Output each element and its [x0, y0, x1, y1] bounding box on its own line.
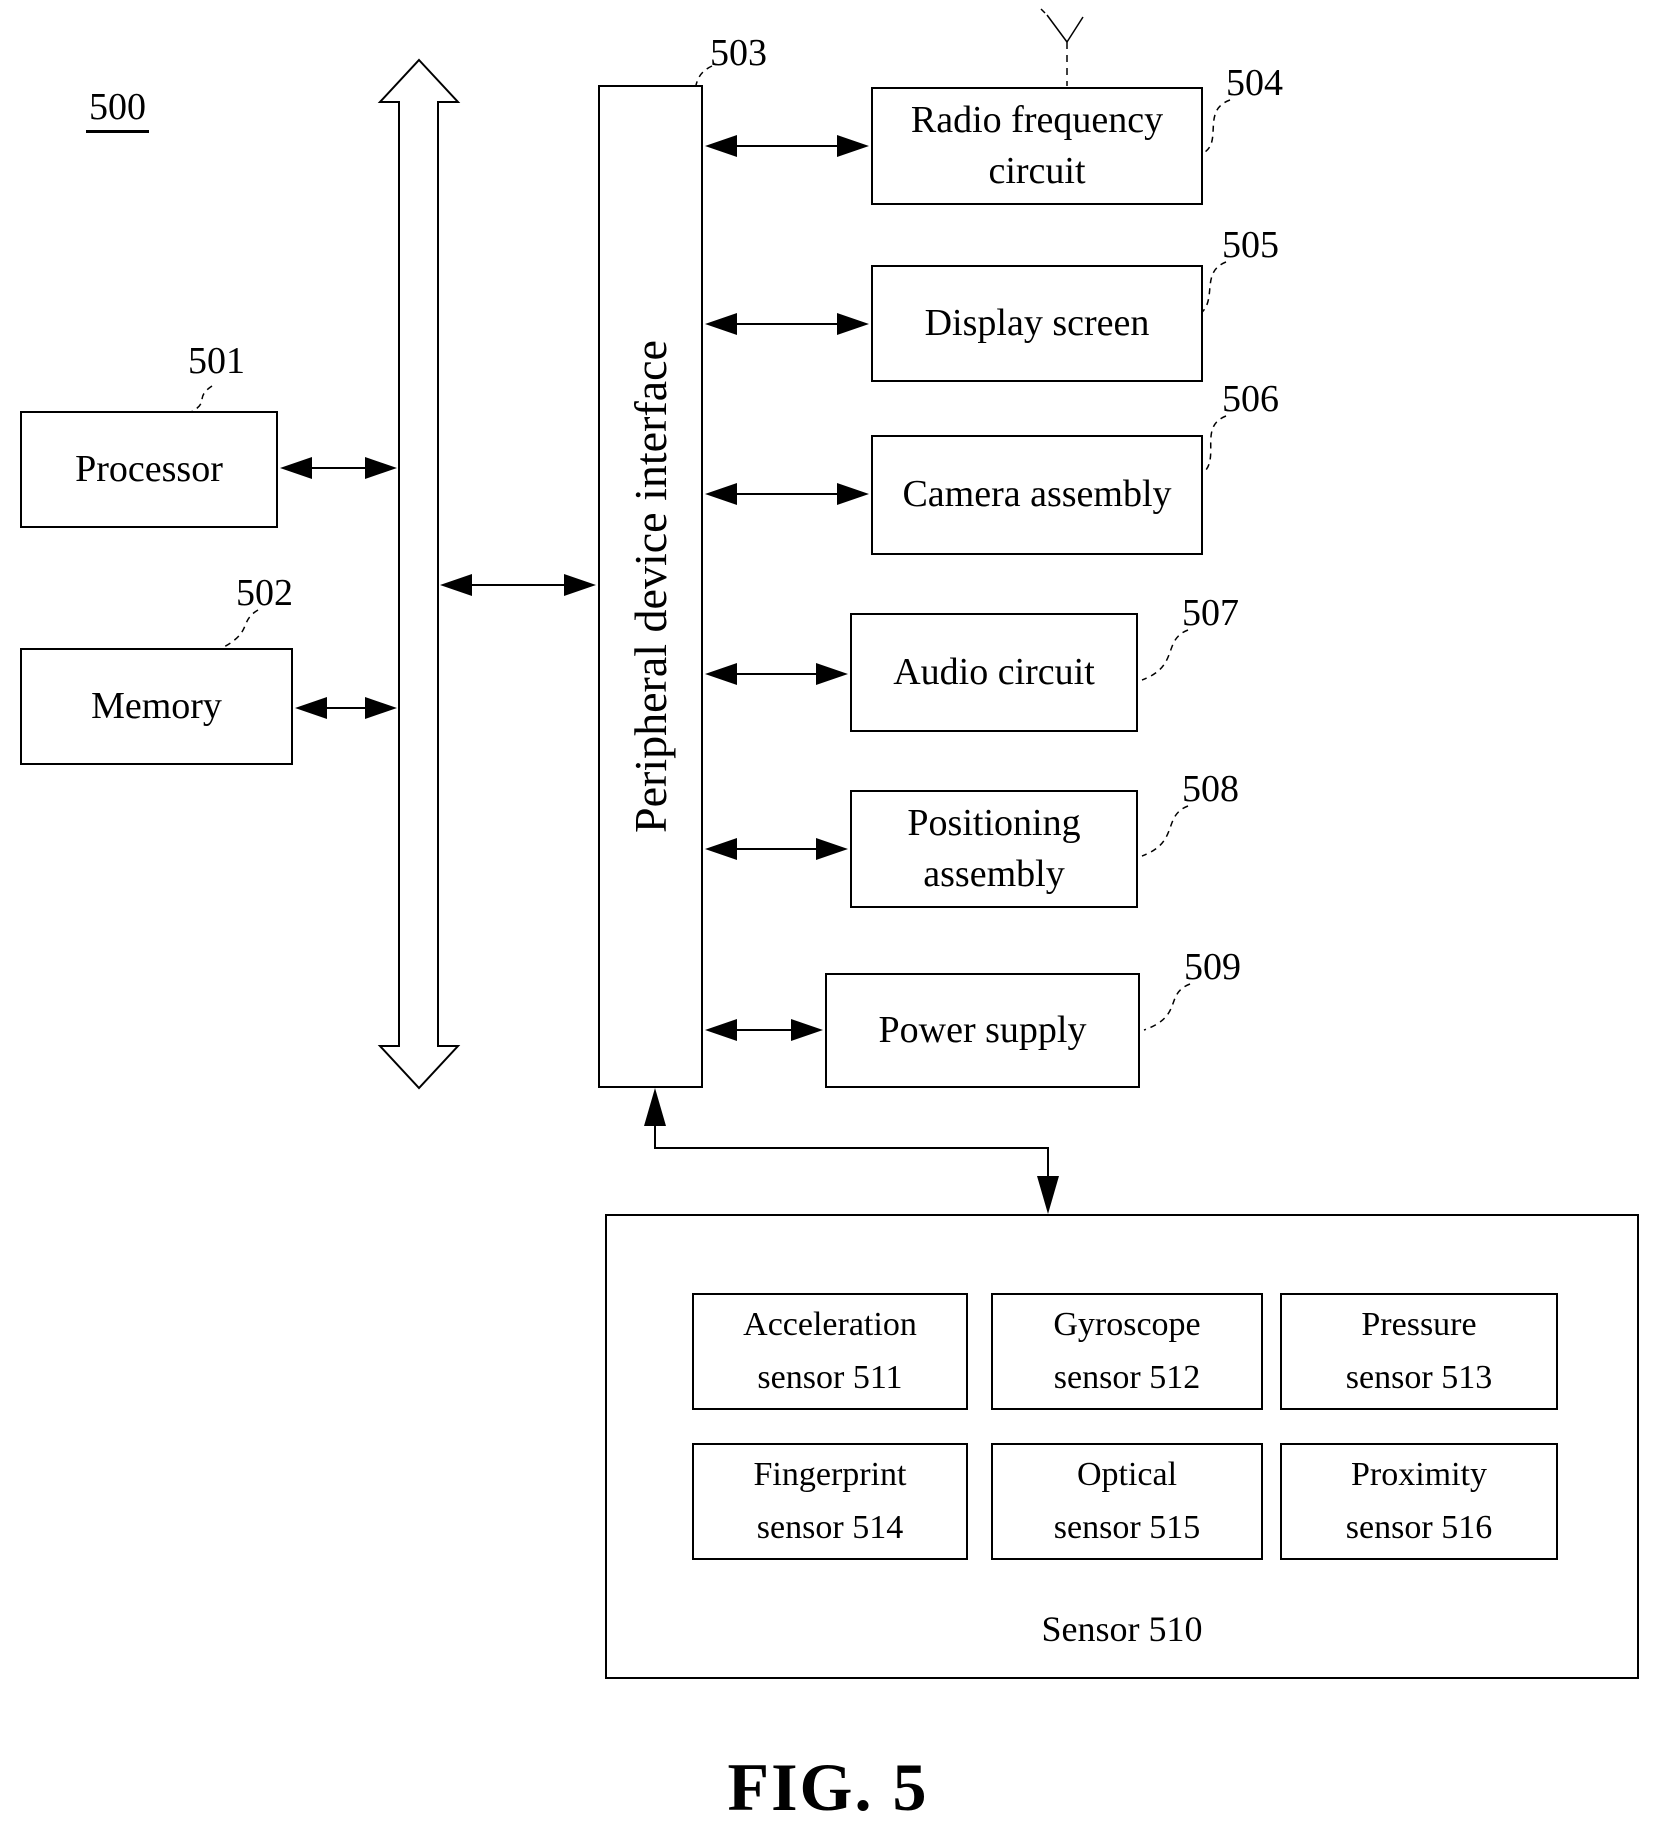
- power-ref-509: 509: [1184, 946, 1241, 988]
- audio-circuit-box: Audio circuit: [850, 613, 1138, 732]
- acceleration-sensor-label: Acceleration sensor 511: [743, 1305, 917, 1396]
- pressure-sensor-box: Pressure sensor 513: [1280, 1293, 1558, 1410]
- processor-ref-501: 501: [188, 340, 245, 382]
- optical-sensor-label: Optical sensor 515: [1053, 1455, 1201, 1546]
- gyroscope-sensor-label: Gyroscope sensor 512: [1053, 1305, 1201, 1396]
- radio-frequency-circuit-box: Radio frequency circuit: [871, 87, 1203, 205]
- rf-ref-504: 504: [1226, 62, 1283, 104]
- fingerprint-sensor-box: Fingerprint sensor 514: [692, 1443, 968, 1560]
- arrow-interface-positioning-icon: [705, 838, 848, 860]
- memory-ref-502: 502: [236, 572, 293, 614]
- reference-leader-lines: [190, 65, 1231, 1031]
- power-supply-box: Power supply: [825, 973, 1140, 1088]
- optical-sensor-box: Optical sensor 515: [991, 1443, 1263, 1560]
- camera-ref-506: 506: [1222, 378, 1279, 420]
- figure-caption: FIG. 5: [727, 1749, 929, 1825]
- audio-ref-507: 507: [1182, 592, 1239, 634]
- arrow-interface-sensor-icon: [644, 1088, 1059, 1214]
- arrow-processor-bus-icon: [280, 457, 397, 479]
- proximity-sensor-box: Proximity sensor 516: [1280, 1443, 1558, 1560]
- positioning-assembly-box: Positioning assembly: [850, 790, 1138, 908]
- sensor-group-label: Sensor 510: [1041, 1609, 1203, 1649]
- memory-box: Memory: [20, 648, 293, 765]
- antenna-icon: [1040, 8, 1084, 86]
- arrow-interface-rf-icon: [705, 135, 869, 157]
- arrow-bus-interface-icon: [440, 574, 596, 596]
- peripheral-interface-label: Peripheral device interface: [625, 340, 676, 833]
- gyroscope-sensor-box: Gyroscope sensor 512: [991, 1293, 1263, 1410]
- positioning-ref-508: 508: [1182, 768, 1239, 810]
- pressure-sensor-label: Pressure sensor 513: [1345, 1305, 1493, 1396]
- peripheral-interface-box: Peripheral device interface: [598, 85, 703, 1088]
- proximity-sensor-label: Proximity sensor 516: [1345, 1455, 1493, 1546]
- bus-double-arrow-icon: [377, 58, 461, 1090]
- acceleration-sensor-box: Acceleration sensor 511: [692, 1293, 968, 1410]
- sensor-group-box: Acceleration sensor 511 Gyroscope sensor…: [605, 1214, 1639, 1679]
- figure-ref-500: 500: [86, 88, 149, 133]
- arrow-memory-bus-icon: [295, 697, 397, 719]
- fingerprint-sensor-label: Fingerprint sensor 514: [753, 1455, 907, 1546]
- arrow-interface-power-icon: [705, 1019, 823, 1041]
- arrow-interface-display-icon: [705, 313, 869, 335]
- display-ref-505: 505: [1222, 224, 1279, 266]
- arrow-interface-camera-icon: [705, 483, 869, 505]
- camera-assembly-box: Camera assembly: [871, 435, 1203, 555]
- interface-ref-503: 503: [710, 32, 767, 74]
- processor-box: Processor: [20, 411, 278, 528]
- arrow-interface-audio-icon: [705, 663, 848, 685]
- display-screen-box: Display screen: [871, 265, 1203, 382]
